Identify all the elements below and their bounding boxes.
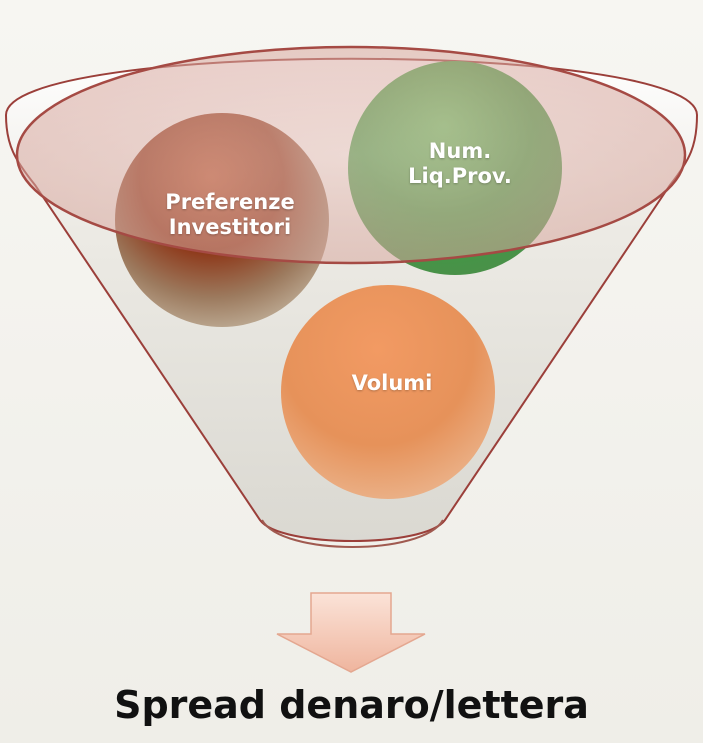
result-label: Spread denaro/lettera <box>114 683 589 727</box>
num-liq-prov-label: Num. Liq.Prov. <box>360 139 560 189</box>
funnel-bottom-shadow <box>261 519 444 548</box>
preferenze-label-line1: Preferenze <box>165 190 295 214</box>
volumi-label-line1: Volumi <box>351 371 433 395</box>
volumi-label: Volumi <box>292 371 492 396</box>
volumi-circle <box>281 285 495 499</box>
funnel-rim <box>15 45 687 265</box>
down-arrow-icon <box>276 592 426 673</box>
num-label-line1: Num. <box>428 139 492 163</box>
num-label-line2: Liq.Prov. <box>408 164 512 188</box>
preferenze-label-line2: Investitori <box>168 215 292 239</box>
preferenze-label: Preferenze Investitori <box>130 190 330 240</box>
